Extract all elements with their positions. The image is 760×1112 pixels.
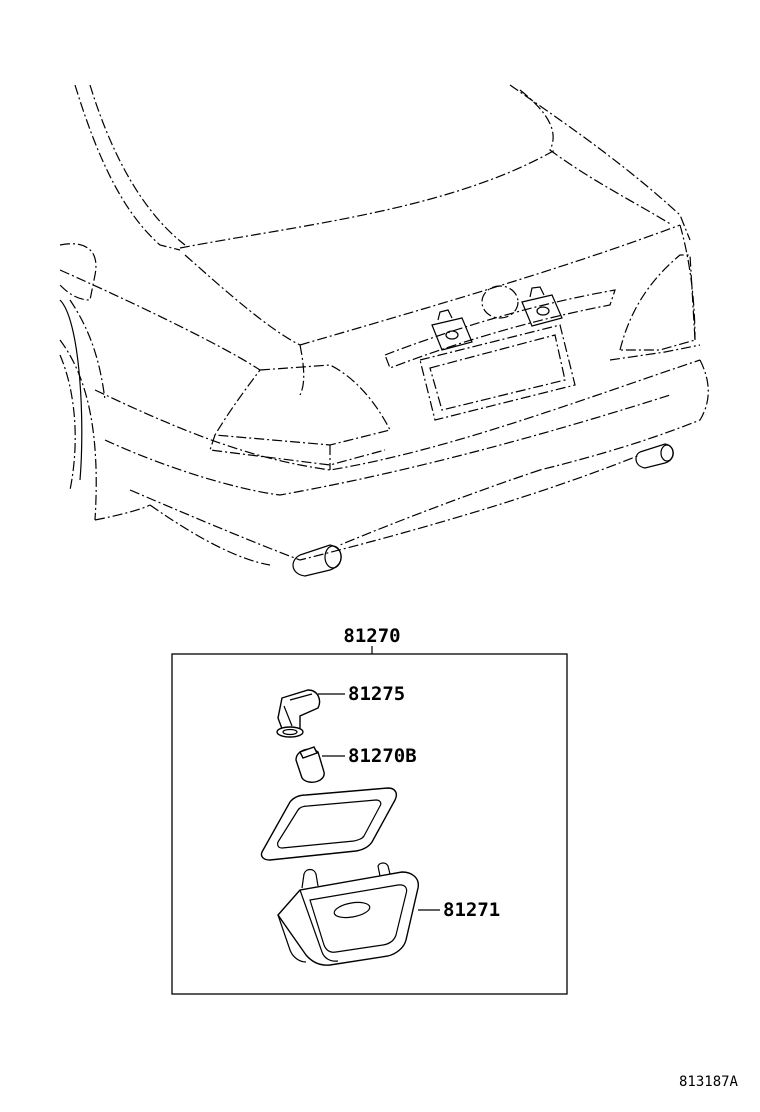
socket-label: 81275 xyxy=(348,683,405,705)
figure-code: 813187A xyxy=(679,1074,739,1090)
assembly-label: 81270 xyxy=(343,625,400,647)
bulb-label: 81270B xyxy=(348,745,417,767)
exhaust-left xyxy=(292,544,342,577)
lens-gasket xyxy=(260,787,397,861)
plate-lamp-right xyxy=(521,286,563,327)
assembly-frame xyxy=(171,653,568,995)
bulb-part xyxy=(295,746,325,783)
lamp-housing-part xyxy=(277,862,419,966)
car-rear-illustration xyxy=(59,84,709,577)
plate-lamp-left xyxy=(431,309,473,351)
exhaust-right xyxy=(635,443,674,469)
socket-part xyxy=(276,689,321,738)
parts-box: 81270 81275 81270B xyxy=(171,625,568,995)
lamp-housing-label: 81271 xyxy=(443,899,500,921)
